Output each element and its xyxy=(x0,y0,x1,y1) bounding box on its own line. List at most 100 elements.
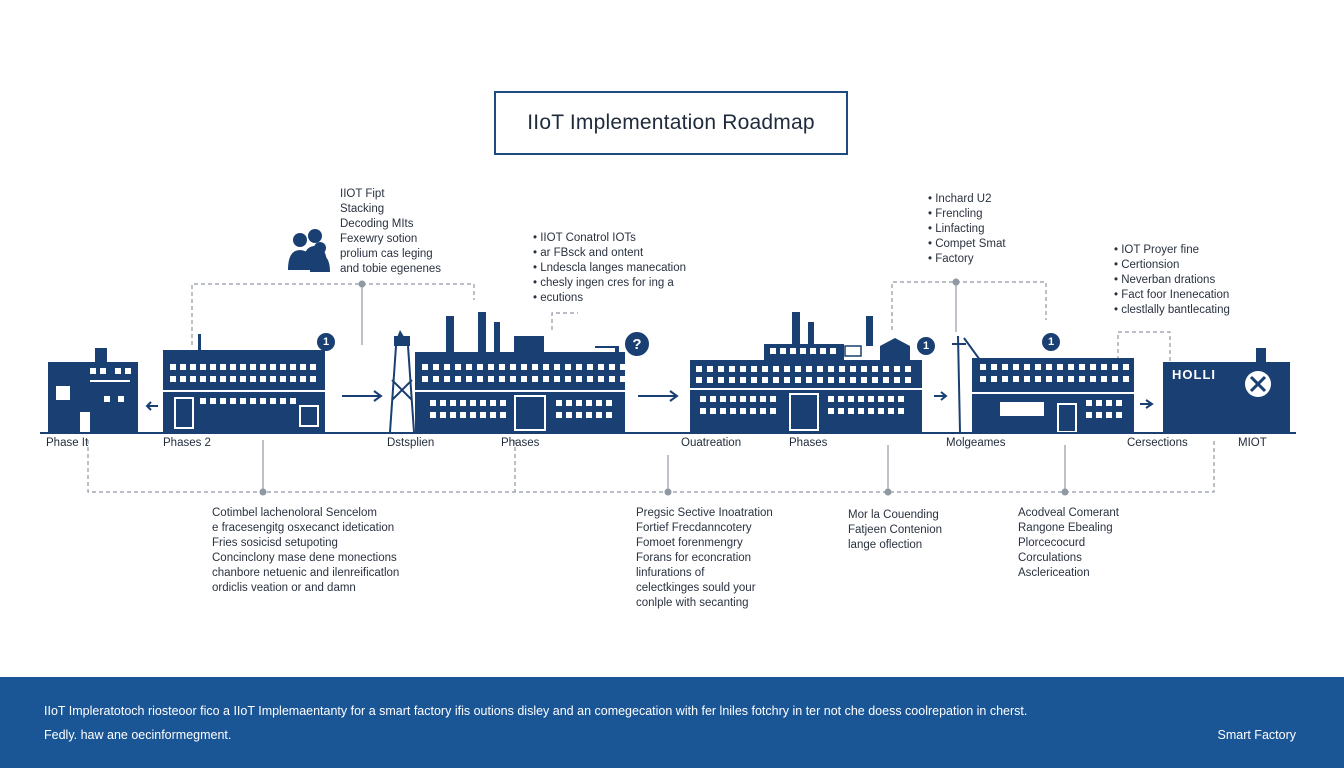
window xyxy=(1106,412,1112,418)
window xyxy=(773,366,779,372)
phase-badge-3: 1 xyxy=(917,337,935,355)
window xyxy=(1035,364,1041,370)
window xyxy=(848,396,854,402)
window xyxy=(260,376,266,382)
window xyxy=(210,376,216,382)
window xyxy=(696,366,702,372)
window xyxy=(190,364,196,370)
connector-dots xyxy=(259,278,1069,496)
window xyxy=(1090,364,1096,370)
window xyxy=(828,396,834,402)
window xyxy=(565,364,571,370)
note-phase-6: IOT Proyer fineCertionsionNeverban drati… xyxy=(1114,243,1230,318)
window xyxy=(810,348,816,354)
window xyxy=(784,377,790,383)
window xyxy=(1002,364,1008,370)
note-line: Mor la Couending xyxy=(848,509,939,521)
window xyxy=(1086,412,1092,418)
note-line: prolium cas leging xyxy=(340,248,433,260)
note-line: Corculations xyxy=(1018,552,1082,564)
window xyxy=(730,408,736,414)
window xyxy=(200,398,206,404)
window xyxy=(440,400,446,406)
window xyxy=(817,377,823,383)
window xyxy=(499,364,505,370)
window xyxy=(606,412,612,418)
window xyxy=(770,396,776,402)
note-phase-3: IIOT Conatrol IOTsar FBsck and ontentLnd… xyxy=(533,231,686,306)
window xyxy=(980,376,986,382)
phase-badge-4-text: 1 xyxy=(1047,336,1055,348)
footer-brand: Smart Factory xyxy=(1217,728,1297,742)
window xyxy=(280,398,286,404)
window xyxy=(868,396,874,402)
window xyxy=(751,377,757,383)
window xyxy=(707,366,713,372)
note-line: Certionsion xyxy=(1114,258,1230,273)
phase-badge-question: ? xyxy=(623,330,651,358)
note-line: Pregsic Sective Inoatration xyxy=(636,507,773,519)
window xyxy=(1112,364,1118,370)
note-line: IIOT Fipt xyxy=(340,188,385,200)
window xyxy=(760,408,766,414)
window xyxy=(440,412,446,418)
window xyxy=(710,396,716,402)
window xyxy=(878,408,884,414)
window xyxy=(1123,364,1129,370)
window xyxy=(888,408,894,414)
window xyxy=(500,412,506,418)
window xyxy=(598,364,604,370)
window xyxy=(858,408,864,414)
window xyxy=(170,376,176,382)
window xyxy=(839,377,845,383)
roadmap-title: IIoT Implementation Roadmap xyxy=(494,91,848,155)
people-group-icon xyxy=(288,229,330,272)
factory-phase-3 xyxy=(415,312,625,434)
window xyxy=(710,408,716,414)
phase-label-8: Cersections xyxy=(1127,437,1188,449)
note-line: and tobie egenenes xyxy=(340,263,442,275)
window xyxy=(470,412,476,418)
window xyxy=(1068,364,1074,370)
note-line: conlple with secanting xyxy=(636,597,749,609)
window xyxy=(858,396,864,402)
window xyxy=(1046,376,1052,382)
window xyxy=(762,366,768,372)
note-line: chanbore netuenic and ilenreificatlon xyxy=(212,567,400,579)
phase-label-9: MIOT xyxy=(1238,437,1267,449)
window xyxy=(300,364,306,370)
window xyxy=(430,400,436,406)
window xyxy=(220,398,226,404)
window xyxy=(250,364,256,370)
note-line: clestlally bantlecating xyxy=(1114,303,1230,318)
note-line: Compet Smat xyxy=(928,237,1005,252)
upper-connectors xyxy=(191,281,1171,362)
window xyxy=(270,376,276,382)
window xyxy=(883,377,889,383)
window xyxy=(510,364,516,370)
window xyxy=(466,376,472,382)
window xyxy=(180,364,186,370)
note-line: ecutions xyxy=(533,291,686,306)
window xyxy=(740,366,746,372)
factory-phase-4 xyxy=(690,312,922,434)
window xyxy=(806,377,812,383)
window xyxy=(1079,376,1085,382)
window xyxy=(830,348,836,354)
window xyxy=(300,376,306,382)
note-line: Lndescla langes manecation xyxy=(533,261,686,276)
window xyxy=(170,364,176,370)
note-line: Decoding MIts xyxy=(340,218,414,230)
phase-label-7: Molgeames xyxy=(946,437,1006,449)
window xyxy=(609,364,615,370)
window xyxy=(450,400,456,406)
window xyxy=(576,376,582,382)
window xyxy=(839,366,845,372)
window xyxy=(543,376,549,382)
factory-sign: HOLLI xyxy=(1172,367,1216,382)
window xyxy=(240,398,246,404)
window xyxy=(905,377,911,383)
window xyxy=(740,408,746,414)
window xyxy=(1116,400,1122,406)
